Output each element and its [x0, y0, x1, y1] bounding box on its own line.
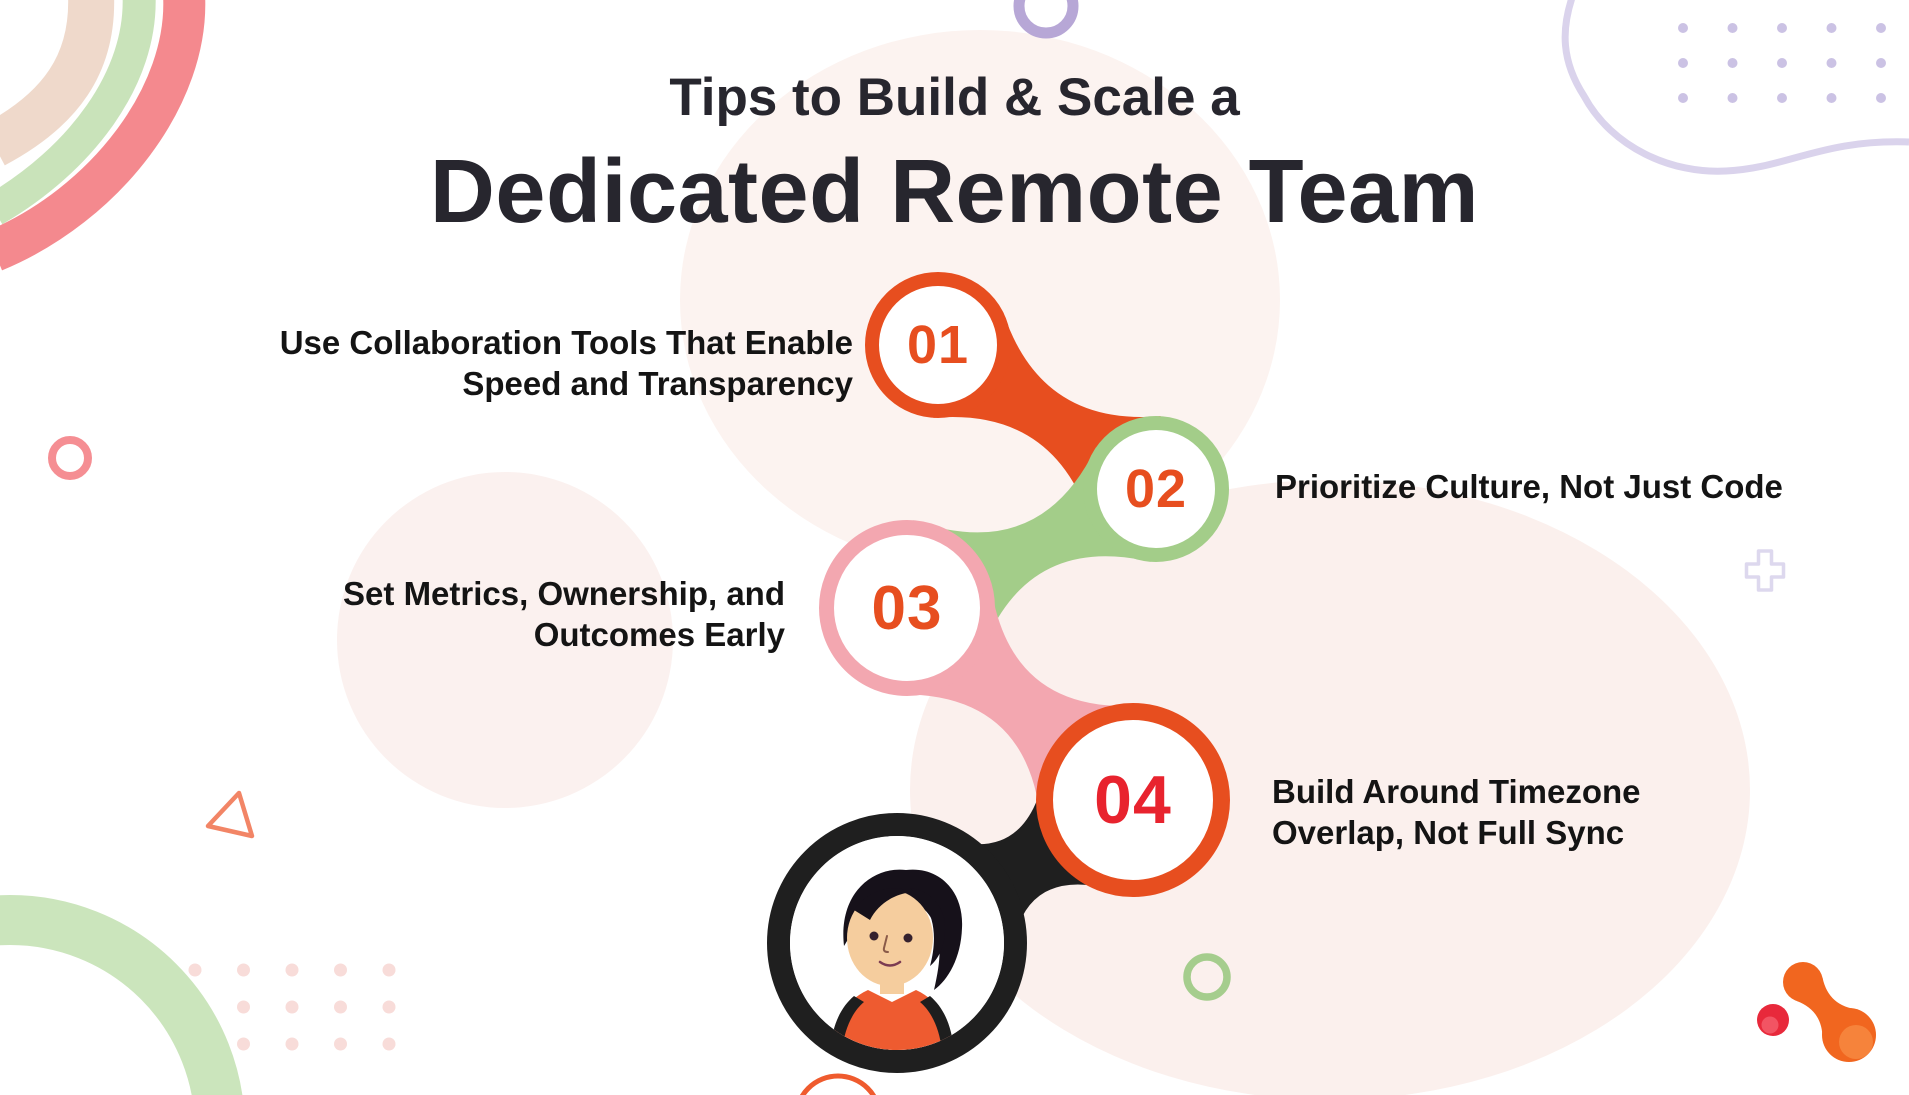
red-dot-highlight [1761, 1016, 1779, 1034]
purple-wave-outline [1561, 0, 1909, 175]
step-02-label: Prioritize Culture, Not Just Code [1275, 466, 1895, 507]
orange-metaball-decor [1783, 962, 1876, 1062]
page-title: Tips to Build & Scale a Dedicated Remote… [0, 68, 1909, 242]
title-line2: Dedicated Remote Team [429, 142, 1480, 242]
triangle-outline [205, 790, 255, 839]
shirt [830, 990, 954, 1050]
dot [285, 1037, 299, 1051]
label-line: Outcomes Early [533, 616, 785, 653]
purple-ring-top [1013, 0, 1079, 39]
step-01-number: 01 [906, 315, 970, 375]
background-blob-bottom-right [910, 480, 1750, 1095]
dot [237, 1037, 250, 1051]
dot [382, 963, 396, 977]
label-line: Build Around Timezone [1272, 773, 1641, 810]
dot [285, 1000, 299, 1014]
dot [1826, 93, 1837, 103]
dot [1876, 23, 1886, 33]
arc-top-left-beige [0, 0, 115, 166]
dot [334, 1037, 347, 1051]
left-eye [869, 931, 879, 941]
dot [1777, 93, 1787, 103]
step-01-circle: 01 [865, 272, 1011, 418]
arc-top-left-pink [0, 0, 206, 271]
dot [382, 1037, 396, 1051]
step-04-circle: 04 [1036, 703, 1230, 897]
dot [1727, 58, 1738, 68]
dot [1727, 93, 1738, 103]
avatar [790, 836, 1004, 1050]
neck [880, 974, 904, 994]
dot [188, 963, 202, 977]
dot [1777, 58, 1787, 68]
green-ring-bottom [1183, 953, 1231, 1001]
label-line: Speed and Transparency [462, 365, 853, 402]
label-line: Set Metrics, Ownership, and [343, 575, 785, 612]
label-line: Use Collaboration Tools That Enable [279, 324, 853, 361]
dot [1876, 93, 1886, 103]
person-illustration [830, 869, 963, 1050]
step-04-label: Build Around Timezone Overlap, Not Full … [1272, 771, 1892, 853]
step-04-number: 04 [1094, 762, 1172, 838]
step-03-number: 03 [871, 573, 943, 643]
label-line: Prioritize Culture, Not Just Code [1275, 468, 1783, 505]
step-01-label: Use Collaboration Tools That Enable Spee… [93, 322, 853, 404]
dot [285, 963, 299, 977]
dot-grid-purple [1678, 23, 1886, 103]
dot [1826, 23, 1837, 33]
dot [1678, 93, 1688, 103]
right-eye [903, 933, 913, 943]
dot [1876, 58, 1886, 68]
arc-top-left-green [0, 0, 156, 225]
dot [1826, 58, 1837, 68]
label-line: Overlap, Not Full Sync [1272, 814, 1625, 851]
step-02-circle: 02 [1083, 416, 1229, 562]
dot [382, 1000, 396, 1014]
avatar-circle [767, 813, 1027, 1073]
background-blob-left [337, 472, 673, 808]
plus-icon [1744, 549, 1786, 592]
step-02-number: 02 [1124, 459, 1188, 519]
right-sleeve [920, 996, 954, 1050]
hair-forelock [854, 888, 912, 920]
dot [237, 1000, 250, 1014]
dot [1678, 58, 1688, 68]
thin-orange-arc [799, 1073, 877, 1095]
step-03-circle: 03 [819, 520, 995, 696]
green-arc-bottom-left [0, 895, 243, 1095]
dot [1777, 23, 1787, 33]
title-line1: Tips to Build & Scale a [669, 68, 1240, 127]
mouth [878, 960, 902, 967]
nose [882, 935, 889, 953]
hair-side [910, 888, 946, 966]
step-03-label: Set Metrics, Ownership, and Outcomes Ear… [85, 573, 785, 655]
dot [237, 963, 250, 977]
dot [1678, 23, 1688, 33]
coral-ring-left [48, 436, 92, 480]
dot [334, 1000, 347, 1014]
dot [1727, 23, 1738, 33]
dot [334, 963, 347, 977]
